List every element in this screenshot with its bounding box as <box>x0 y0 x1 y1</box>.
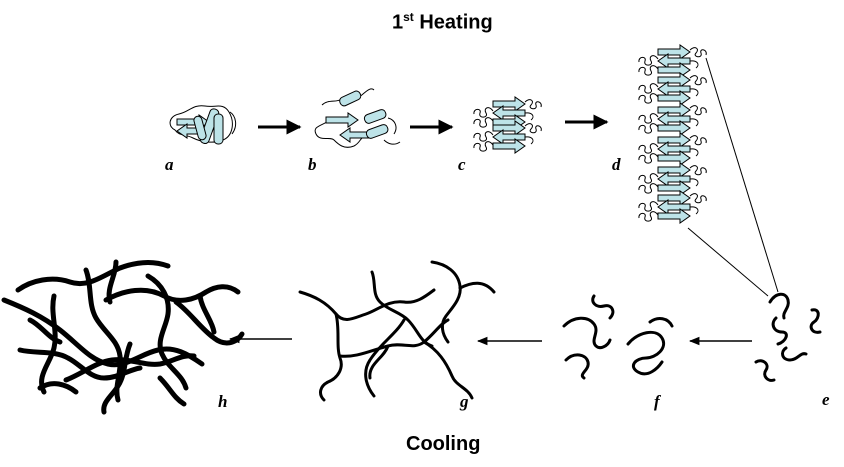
heating-title-prefix: 1 <box>392 11 404 34</box>
stage-label-a: a <box>165 155 174 174</box>
zoom-line-upper <box>705 57 779 293</box>
loose-network-g <box>298 260 496 402</box>
stage-label-e: e <box>822 390 830 409</box>
stage-label-d: d <box>612 155 621 174</box>
stage-label-c: c <box>458 155 466 174</box>
stage-label-f: f <box>654 392 660 411</box>
dense-network-h <box>1 259 245 415</box>
short-fibrils-e <box>754 292 822 382</box>
stage-label-h: h <box>218 392 228 411</box>
heating-title: 1st Heating <box>392 10 493 35</box>
stage-label-b: b <box>308 155 317 174</box>
zoom-line-lower <box>687 227 769 297</box>
unfolding-protein-b <box>314 88 401 148</box>
heating-title-sup: st <box>403 10 414 24</box>
sheet-unit-c <box>474 97 541 153</box>
folded-protein-a <box>169 105 237 145</box>
heating-title-suffix: Heating <box>413 11 493 34</box>
stage-label-g: g <box>460 392 469 411</box>
cooling-title: Cooling <box>406 433 481 455</box>
curly-fibrils-f <box>562 294 674 380</box>
fibril-stack-d <box>639 45 706 223</box>
